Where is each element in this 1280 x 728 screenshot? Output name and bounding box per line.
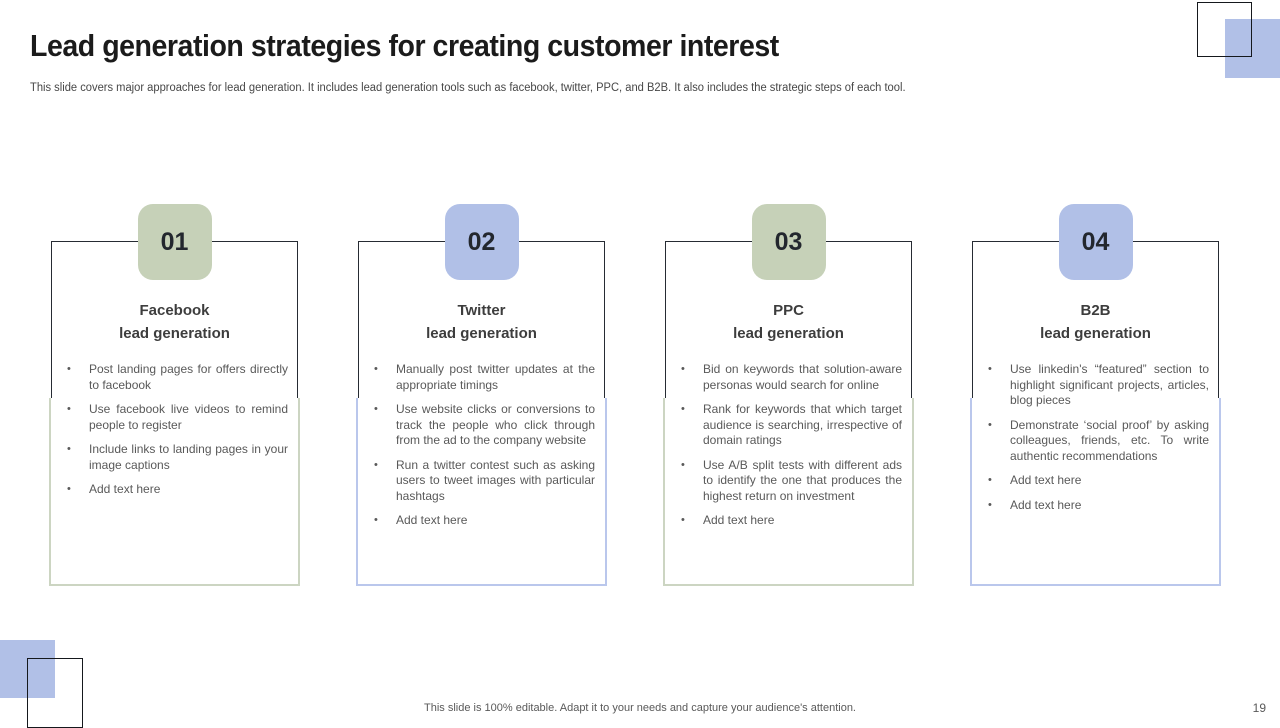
card-title: Twitter lead generation (366, 299, 597, 345)
bullet-item: Add text here (358, 513, 601, 529)
card-title: B2B lead generation (980, 299, 1211, 345)
card-title-line2: lead generation (733, 325, 844, 342)
slide-subtitle: This slide covers major approaches for l… (30, 82, 906, 94)
card-b2b-lead-generation: 04 B2B lead generation Use linkedin's “fe… (970, 204, 1221, 586)
bullet-item: Post landing pages for offers directly t… (51, 362, 294, 393)
card-bullet-list: Use linkedin's “featured” section to hig… (972, 362, 1215, 513)
bullet-item: Use facebook live videos to remind peopl… (51, 402, 294, 433)
card-number-badge: 01 (137, 204, 212, 280)
cards-row: 01 Facebook lead generation Post landing … (49, 204, 1221, 586)
card-frame-bottom (663, 398, 914, 586)
card-bullet-list: Post landing pages for offers directly t… (51, 362, 294, 498)
bullet-item: Run a twitter contest such as asking use… (358, 458, 601, 505)
card-facebook-lead-generation: 01 Facebook lead generation Post landing … (49, 204, 300, 586)
card-title-line2: lead generation (119, 325, 230, 342)
page-number: 19 (1252, 701, 1266, 715)
card-bullet-list: Bid on keywords that solution-aware pers… (665, 362, 908, 529)
card-bullet-list: Manually post twitter updates at the app… (358, 362, 601, 529)
bullet-item: Add text here (972, 473, 1215, 489)
card-title-line2: lead generation (1040, 325, 1151, 342)
card-number-badge: 03 (751, 204, 826, 280)
bullet-item: Use linkedin's “featured” section to hig… (972, 362, 1215, 409)
decor-square-outline-top-right (1197, 2, 1252, 57)
card-title: PPC lead generation (673, 299, 904, 345)
bullet-item: Add text here (972, 498, 1215, 514)
card-frame-bottom (49, 398, 300, 586)
card-number-badge: 02 (444, 204, 519, 280)
card-title-line1: PPC (773, 302, 804, 319)
bullet-item: Add text here (665, 513, 908, 529)
footer-note: This slide is 100% editable. Adapt it to… (424, 702, 856, 714)
card-title-line1: Twitter (457, 302, 506, 319)
bullet-item: Manually post twitter updates at the app… (358, 362, 601, 393)
card-frame-bottom (970, 398, 1221, 586)
bullet-item: Use website clicks or conversions to tra… (358, 402, 601, 449)
card-title-line1: B2B (1080, 302, 1111, 319)
card-title-line1: Facebook (139, 302, 210, 319)
card-title: Facebook lead generation (59, 299, 290, 345)
slide-title: Lead generation strategies for creating … (30, 28, 779, 63)
bullet-item: Bid on keywords that solution-aware pers… (665, 362, 908, 393)
decor-square-outline-bottom-left (27, 658, 83, 728)
card-number-badge: 04 (1058, 204, 1133, 280)
card-ppc-lead-generation: 03 PPC lead generation Bid on keywords th… (663, 204, 914, 586)
bullet-item: Include links to landing pages in your i… (51, 442, 294, 473)
bullet-item: Rank for keywords that which target audi… (665, 402, 908, 449)
bullet-item: Use A/B split tests with different ads t… (665, 458, 908, 505)
bullet-item: Demonstrate ‘social proof’ by asking col… (972, 418, 1215, 465)
bullet-item: Add text here (51, 482, 294, 498)
card-twitter-lead-generation: 02 Twitter lead generation Manually post … (356, 204, 607, 586)
decor-square-blue-top-right (1225, 19, 1280, 78)
card-title-line2: lead generation (426, 325, 537, 342)
card-frame-bottom (356, 398, 607, 586)
